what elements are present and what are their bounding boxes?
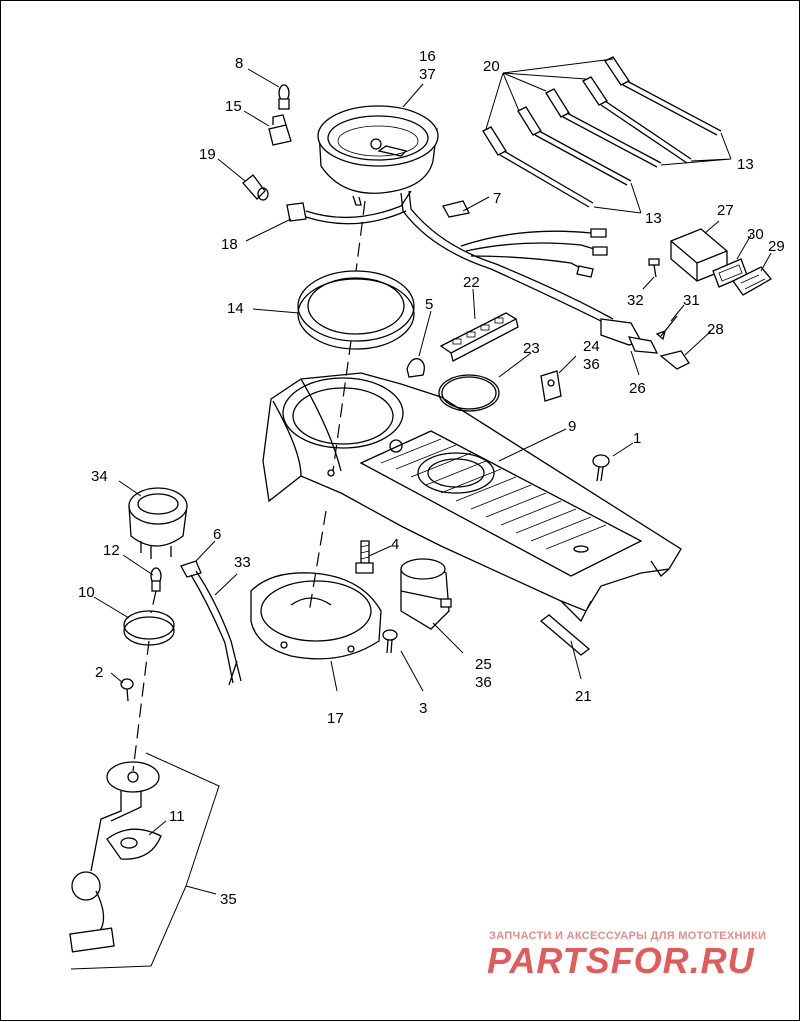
nut-part <box>406 358 425 378</box>
wire-lead-part <box>180 560 242 686</box>
ignition-switch-part <box>400 558 452 630</box>
callout-26: 26 <box>629 380 646 397</box>
assembly-center-lines <box>132 200 366 772</box>
callout-13-upper: 13 <box>737 156 754 173</box>
callout-6: 6 <box>213 526 221 543</box>
plate-part <box>539 614 591 656</box>
callout-30: 30 <box>747 226 764 243</box>
screw-3-part <box>382 629 398 654</box>
callout-12: 12 <box>103 542 120 559</box>
fuel-gauge-part <box>128 487 188 559</box>
screw-2-part <box>120 678 134 702</box>
clip-part <box>442 200 470 218</box>
fuel-sender-part <box>69 761 162 953</box>
callout-17: 17 <box>327 710 344 727</box>
callout-15: 15 <box>225 98 242 115</box>
callout-25: 25 <box>475 656 492 673</box>
console-body-part <box>262 372 682 623</box>
callout-29: 29 <box>768 238 785 255</box>
screw-1-part <box>592 454 610 482</box>
callout-22: 22 <box>463 274 480 291</box>
watermark-tagline: ЗАПЧАСТИ И АКСЕССУАРЫ ДЛЯ МОТОТЕХНИКИ <box>489 930 766 942</box>
connector-part <box>600 318 659 354</box>
bulb-part <box>278 84 290 110</box>
socket-part <box>268 114 292 146</box>
callout-34: 34 <box>91 468 108 485</box>
gauge-gasket-part <box>123 610 175 646</box>
callout-5: 5 <box>425 296 433 313</box>
speedo-gasket-part <box>297 270 415 350</box>
bracket-part <box>659 350 690 370</box>
o-ring-part <box>438 374 500 412</box>
speedo-housing-part <box>250 572 382 660</box>
callout-8: 8 <box>235 55 243 72</box>
callout-24: 24 <box>583 338 600 355</box>
callout-10: 10 <box>78 584 95 601</box>
callout-36-lower: 36 <box>475 674 492 691</box>
callout-3: 3 <box>419 700 427 717</box>
callout-32: 32 <box>627 292 644 309</box>
callout-labels: 8 15 19 18 14 16 37 20 13 13 7 27 30 29 … <box>78 48 785 908</box>
callout-14: 14 <box>227 300 244 317</box>
watermark-logo: PARTSFOR.RU <box>487 940 755 981</box>
key-lock-part <box>540 370 562 402</box>
callout-19: 19 <box>199 146 216 163</box>
callout-1: 1 <box>633 430 641 447</box>
callout-23: 23 <box>523 340 540 357</box>
callout-31: 31 <box>683 292 700 309</box>
callout-7: 7 <box>493 190 501 207</box>
callout-27: 27 <box>717 202 734 219</box>
pin-part <box>655 315 678 341</box>
callout-9: 9 <box>568 418 576 435</box>
gauge-bulb-part <box>150 567 162 592</box>
cover-part <box>732 266 772 296</box>
screw-32-part <box>648 258 660 278</box>
grommet-part <box>242 174 269 201</box>
callout-20: 20 <box>483 58 500 75</box>
callout-11: 11 <box>169 808 185 825</box>
callout-37: 37 <box>419 66 436 83</box>
callout-33: 33 <box>234 554 251 571</box>
leader-lines <box>70 58 772 970</box>
callout-2: 2 <box>95 664 103 681</box>
callout-18: 18 <box>221 236 238 253</box>
callout-16: 16 <box>419 48 436 65</box>
watermark: ЗАПЧАСТИ И АКСЕССУАРЫ ДЛЯ МОТОТЕХНИКИ PA… <box>487 930 766 981</box>
stud-part <box>355 540 374 574</box>
indicator-bar-part <box>439 312 519 362</box>
callout-21: 21 <box>575 688 592 705</box>
callout-36-upper: 36 <box>583 356 600 373</box>
speedometer-part <box>317 105 439 206</box>
callout-35: 35 <box>220 891 237 908</box>
callout-4: 4 <box>391 536 399 553</box>
callout-28: 28 <box>707 321 724 338</box>
speedo-harness-part <box>286 190 614 327</box>
callout-13-lower: 13 <box>645 210 662 227</box>
indicator-lamp-leads <box>482 56 722 208</box>
